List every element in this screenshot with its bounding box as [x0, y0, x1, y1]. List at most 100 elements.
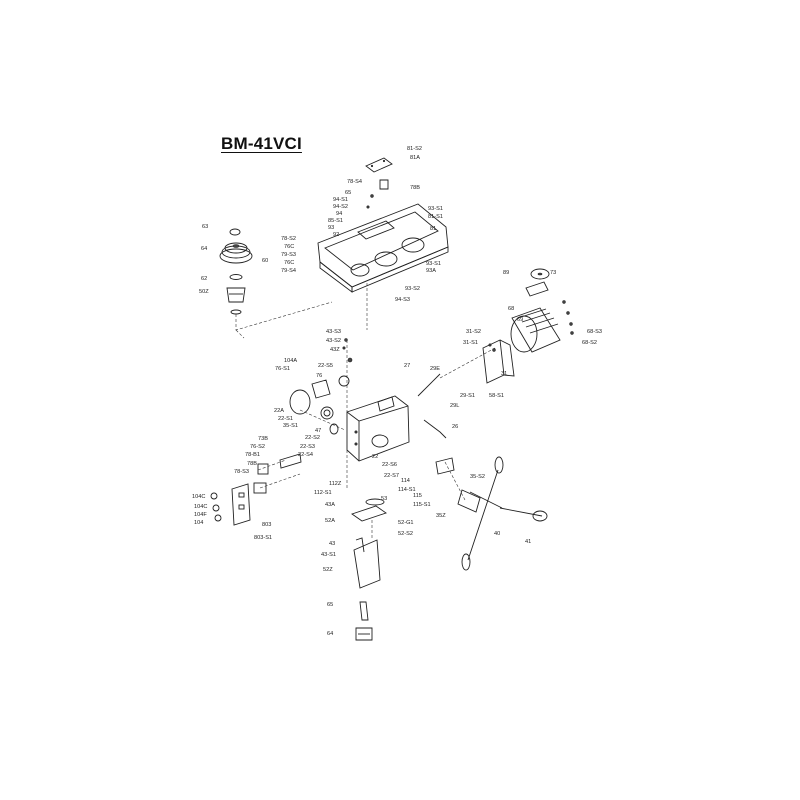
part-label: 803 — [262, 522, 271, 528]
part-label: 78-B1 — [245, 452, 260, 458]
part-label: 65 — [345, 190, 351, 196]
part-label: 78-S3 — [234, 469, 249, 475]
part-label: 22-S7 — [384, 473, 399, 479]
part-label: 43Z — [330, 347, 340, 353]
head-casting — [346, 395, 410, 462]
feed-gears — [289, 338, 353, 435]
part-label: 78-S2 — [281, 236, 296, 242]
part-label: 31-S2 — [466, 329, 481, 335]
quill-spindle — [351, 498, 387, 641]
part-label: 81A — [410, 155, 420, 161]
part-label: 73B — [258, 436, 268, 442]
switch-box — [210, 453, 302, 526]
part-label: 41 — [525, 539, 531, 545]
part-label: 40 — [494, 531, 500, 537]
part-label: 43-S2 — [326, 338, 341, 344]
part-label: 79-S4 — [281, 268, 296, 274]
part-label: 29L — [450, 403, 459, 409]
belt-cover — [317, 203, 449, 293]
part-label: 64 — [327, 631, 333, 637]
part-label: 43-S1 — [321, 552, 336, 558]
part-label: 63 — [202, 224, 208, 230]
part-label: 22A — [274, 408, 284, 414]
part-label: 76C — [284, 260, 294, 266]
part-label: 69 — [517, 317, 523, 323]
part-label: 76-S1 — [275, 366, 290, 372]
cover-plate-81a — [365, 157, 393, 209]
part-label: 52-G1 — [398, 520, 414, 526]
part-label: 35-S1 — [283, 423, 298, 429]
part-label: 115-S1 — [413, 502, 431, 508]
part-label: 43 — [329, 541, 335, 547]
part-label: 52-S2 — [398, 531, 413, 537]
part-label: 68-S2 — [582, 340, 597, 346]
part-label: 93A — [426, 268, 436, 274]
part-label: 22-S3 — [300, 444, 315, 450]
part-label: 22-S4 — [298, 452, 313, 458]
part-label: 64 — [201, 246, 207, 252]
part-label: 803-S1 — [254, 535, 272, 541]
part-label: 93-S1 — [428, 206, 443, 212]
part-label: 65 — [327, 602, 333, 608]
part-label: 81 — [430, 226, 436, 232]
part-label: 43-S3 — [326, 329, 341, 335]
part-label: 22-S1 — [278, 416, 293, 422]
part-label: 22 — [372, 454, 378, 460]
part-label: 29-S1 — [460, 393, 475, 399]
part-label: 93-S2 — [405, 286, 420, 292]
assembly-guide-lines — [235, 283, 496, 540]
part-label: 22-S2 — [305, 435, 320, 441]
part-label: 31-S1 — [463, 340, 478, 346]
part-label: 78B — [410, 185, 420, 191]
part-label: 81-S2 — [407, 146, 422, 152]
part-label: 114-S1 — [398, 487, 416, 493]
part-label: 114 — [401, 478, 410, 484]
part-label: 43A — [325, 502, 335, 508]
part-label: 93 — [328, 225, 334, 231]
part-label: 60 — [262, 258, 268, 264]
part-label: 22-S6 — [382, 462, 397, 468]
part-label: 52Z — [323, 567, 333, 573]
part-label: 81-S1 — [428, 214, 443, 220]
motor-bracket — [482, 339, 515, 384]
part-label: 68 — [508, 306, 514, 312]
part-label: 52A — [325, 518, 335, 524]
part-label: 68-S3 — [587, 329, 602, 335]
part-label: 50Z — [199, 289, 209, 295]
part-label: 58-S1 — [489, 393, 504, 399]
diagram-title: BM-41VCI — [221, 134, 302, 153]
part-label: 22-S5 — [318, 363, 333, 369]
part-label: 104C — [194, 504, 207, 510]
part-label: 112-S1 — [314, 490, 332, 496]
part-label: 78B — [247, 461, 257, 467]
part-label: 73 — [550, 270, 556, 276]
part-label: 76C — [284, 244, 294, 250]
part-label: 29E — [430, 366, 440, 372]
part-label: 78-S4 — [347, 179, 362, 185]
part-label: 35-S2 — [470, 474, 485, 480]
part-label: 104A — [284, 358, 297, 364]
part-label: 94-S1 — [333, 197, 348, 203]
part-label: 94 — [336, 211, 342, 217]
part-label: 85-S1 — [328, 218, 343, 224]
part-label: 115 — [413, 493, 422, 499]
part-label: 26 — [452, 424, 458, 430]
part-labels: 81-S2 81A 78-S4 78B 65 94-S1 94-S2 94 85… — [192, 146, 602, 637]
part-label: 89 — [503, 270, 509, 276]
part-label: 27 — [404, 363, 410, 369]
spindle-pulley — [219, 228, 253, 315]
part-label: 104F — [194, 512, 207, 518]
part-label: 62 — [201, 276, 207, 282]
part-label: 104C — [192, 494, 205, 500]
part-label: 79-S3 — [281, 252, 296, 258]
part-label: 76-S2 — [250, 444, 265, 450]
part-label: 35Z — [436, 513, 446, 519]
motor — [510, 268, 574, 353]
part-label: 47 — [315, 428, 321, 434]
part-label: 93-S1 — [426, 261, 441, 267]
part-label: 104 — [194, 520, 203, 526]
part-label: 94-S2 — [333, 204, 348, 210]
part-label: 112Z — [329, 481, 342, 487]
part-label: 94-S3 — [395, 297, 410, 303]
